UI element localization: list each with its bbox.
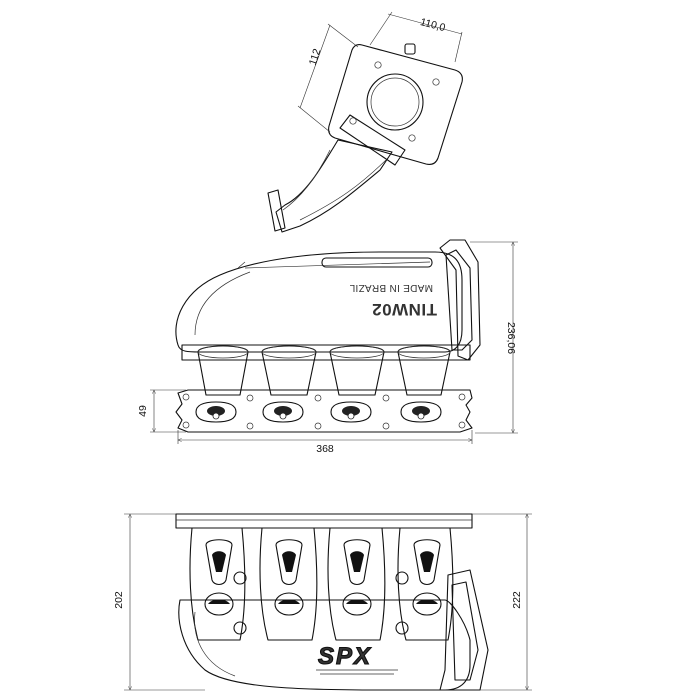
runner-2 (261, 345, 317, 396)
dimension-manifold-height: 236,06 (470, 242, 518, 433)
port-4 (400, 401, 442, 423)
dimension-overall-length-label: 368 (316, 443, 334, 455)
dimension-bottom-overall-height-label: 222 (511, 591, 523, 609)
dimension-bottom-overall-height: 222 (472, 514, 532, 690)
dimension-port-height: 49 (137, 390, 186, 432)
spx-logo: SPX (316, 642, 398, 675)
underside-runner-1 (189, 527, 246, 641)
embossed-origin-text: MADE IN BRAZIL (349, 282, 433, 293)
spx-logo-text: SPX (318, 643, 372, 670)
dimension-port-height-label: 49 (137, 405, 149, 417)
dimension-flange-height: 112 (297, 23, 359, 133)
dimension-flange-height-label: 112 (307, 47, 324, 67)
runner-1 (197, 345, 249, 396)
runner-4 (397, 345, 451, 396)
runner-3 (329, 345, 385, 396)
dimension-flange-width: 110,0 (369, 11, 463, 63)
dimension-bottom-body-height: 202 (113, 514, 205, 690)
underside-runner-4 (397, 527, 454, 641)
dimension-overall-length: 368 (178, 430, 472, 455)
throttle-elbow-view (267, 43, 463, 233)
port-3 (330, 401, 372, 423)
dimension-bottom-body-height-label: 202 (113, 591, 125, 609)
dimension-manifold-height-label: 236,06 (505, 322, 517, 354)
front-view: MADE IN BRAZIL TINW02 (175, 239, 481, 433)
underside-runner-3 (327, 527, 386, 641)
embossed-brand-text: TINW02 (372, 300, 437, 319)
underside-view: SPX (175, 513, 489, 691)
port-2 (262, 401, 304, 423)
underside-runner-2 (259, 527, 318, 641)
dimension-flange-width-label: 110,0 (419, 16, 447, 34)
port-1 (195, 401, 237, 423)
